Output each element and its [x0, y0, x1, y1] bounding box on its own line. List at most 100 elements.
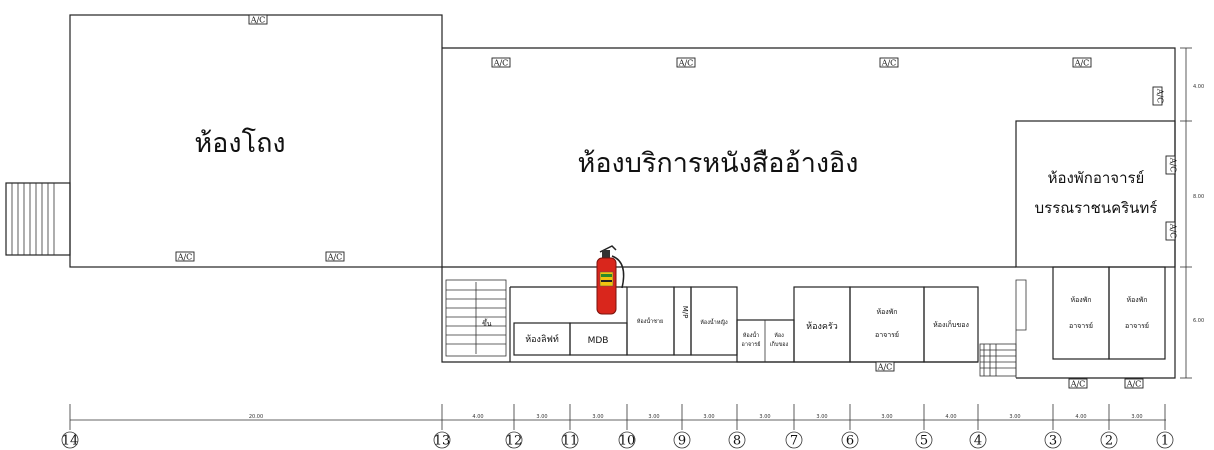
storage-room: ห้องเก็บของ: [923, 286, 979, 363]
svg-text:5: 5: [920, 434, 928, 449]
dim-bottom: 4.00: [945, 414, 956, 420]
back-stairs: [979, 279, 1027, 378]
ac-unit: A/C: [879, 57, 899, 68]
dim-bottom: 4.00: [1075, 414, 1086, 420]
axis-bubble: 1: [1156, 431, 1174, 449]
axis-bubble: 14: [61, 431, 79, 449]
ac-unit: A/C: [875, 361, 895, 372]
svg-text:11: 11: [562, 434, 579, 449]
svg-text:13: 13: [434, 434, 451, 449]
axis-bubble: 3: [1044, 431, 1062, 449]
svg-text:A/C: A/C: [1126, 380, 1142, 389]
svg-text:A/C: A/C: [250, 16, 266, 25]
svg-text:A/C: A/C: [877, 363, 893, 372]
svg-text:14: 14: [62, 434, 79, 449]
svg-text:A/C: A/C: [1169, 157, 1178, 173]
staff-room-middle-label-1: ห้องพัก: [876, 308, 897, 316]
svg-text:A/C: A/C: [678, 59, 694, 68]
ac-unit: A/C: [175, 251, 195, 262]
staff-room-a-label-1: ห้องพัก: [1070, 296, 1091, 304]
ac-unit: A/C: [1124, 378, 1144, 389]
svg-text:A/C: A/C: [493, 59, 509, 68]
ac-units: A/C A/C A/C A/C A/C A/C A/C A/C A/C A/C …: [175, 14, 1178, 389]
mdb-room: MDB: [569, 322, 628, 356]
mp-label: M/P: [681, 306, 689, 319]
svg-text:A/C: A/C: [327, 253, 343, 262]
hall-room: ห้องโถง: [69, 14, 443, 268]
staff-room-right-a: ห้องพัก อาจารย์: [1052, 266, 1110, 360]
staff-room-middle: ห้องพัก อาจารย์: [849, 286, 925, 363]
ac-unit: A/C: [248, 14, 268, 25]
lounge-label-2: บรรณราชนครินทร์: [1035, 199, 1158, 217]
small-storage-label-2: เก็บของ: [770, 340, 789, 348]
svg-text:1: 1: [1161, 434, 1169, 449]
small-rooms: ห้องน้ำ อาจารย์ ห้อง เก็บของ: [736, 319, 795, 363]
staff-room-right-b: ห้องพัก อาจารย์: [1108, 266, 1166, 360]
dim-bottom: 3.00: [648, 414, 659, 420]
svg-text:10: 10: [619, 434, 636, 449]
dim-bottom: 20.00: [249, 414, 263, 420]
axis-bubble: 9: [673, 431, 691, 449]
staff-room-a-label-2: อาจารย์: [1069, 322, 1093, 330]
ac-unit: A/C: [1165, 221, 1178, 241]
ac-unit: A/C: [1072, 57, 1092, 68]
fire-extinguisher-icon: [596, 245, 625, 315]
svg-text:6: 6: [846, 434, 854, 449]
staff-room-b-label-1: ห้องพัก: [1126, 296, 1147, 304]
lift-room: ห้องลิฟท์: [513, 322, 571, 356]
kitchen-room: ห้องครัว: [793, 286, 851, 363]
svg-text:A/C: A/C: [1070, 380, 1086, 389]
ac-unit: A/C: [1068, 378, 1088, 389]
right-dimension: 4.00 8.00 6.00: [1180, 47, 1204, 379]
mdb-label: MDB: [588, 336, 609, 346]
lounge-label-1: ห้องพักอาจารย์: [1048, 169, 1145, 187]
svg-text:9: 9: [678, 434, 686, 449]
dim-bottom: 4.00: [472, 414, 483, 420]
axis-bubble: 8: [728, 431, 746, 449]
axis-bubble: 11: [561, 431, 579, 449]
dim-right-2: 8.00: [1193, 194, 1204, 200]
lounge-room: ห้องพักอาจารย์ บรรณราชนครินทร์: [1015, 120, 1176, 268]
svg-text:4: 4: [974, 434, 982, 449]
entrance-steps: [5, 182, 71, 256]
svg-text:A/C: A/C: [1074, 59, 1090, 68]
stairwell: ขึ้น: [445, 279, 507, 357]
bottom-dimension: 20.00 4.00 3.00 3.00 3.00 3.00 3.00 3.00…: [69, 404, 1166, 430]
stair-label: ขึ้น: [482, 317, 492, 328]
ac-unit: A/C: [1152, 86, 1165, 106]
ac-unit: A/C: [676, 57, 696, 68]
dim-right-3: 6.00: [1193, 318, 1204, 324]
axis-bubble: 5: [915, 431, 933, 449]
dim-right-1: 4.00: [1193, 84, 1204, 90]
service-strip: [441, 267, 978, 363]
dim-bottom: 3.00: [816, 414, 827, 420]
mp-room: M/P: [673, 286, 692, 356]
female-wc-room: ห้องน้ำหญิง: [690, 286, 738, 356]
axis-bubble: 6: [841, 431, 859, 449]
svg-text:A/C: A/C: [1169, 223, 1178, 239]
lift-label: ห้องลิฟท์: [525, 333, 559, 345]
svg-text:A/C: A/C: [881, 59, 897, 68]
axis-bubble: 12: [505, 431, 523, 449]
grid-axes: 14 13 12 11 10 9 8 7 6 5 4 3 2 1: [61, 431, 1174, 449]
ac-unit: A/C: [491, 57, 511, 68]
dim-bottom: 3.00: [1009, 414, 1020, 420]
staff-room-b-label-2: อาจารย์: [1125, 322, 1149, 330]
small-storage-label-1: ห้อง: [774, 332, 784, 339]
male-wc-label: ห้องน้ำชาย: [637, 317, 664, 325]
female-wc-label: ห้องน้ำหญิง: [700, 318, 728, 326]
svg-text:7: 7: [790, 434, 798, 449]
kitchen-label: ห้องครัว: [806, 321, 838, 332]
hall-room-label: ห้องโถง: [194, 128, 285, 159]
svg-text:3: 3: [1049, 434, 1057, 449]
axis-bubble: 4: [969, 431, 987, 449]
staff-wc-label-2: อาจารย์: [742, 341, 761, 348]
axis-bubble: 13: [433, 431, 451, 449]
axis-bubble: 10: [618, 431, 636, 449]
svg-text:12: 12: [506, 434, 523, 449]
ac-unit: A/C: [1165, 155, 1178, 175]
dim-bottom: 3.00: [592, 414, 603, 420]
svg-text:A/C: A/C: [1156, 88, 1165, 104]
ac-unit: A/C: [325, 251, 345, 262]
